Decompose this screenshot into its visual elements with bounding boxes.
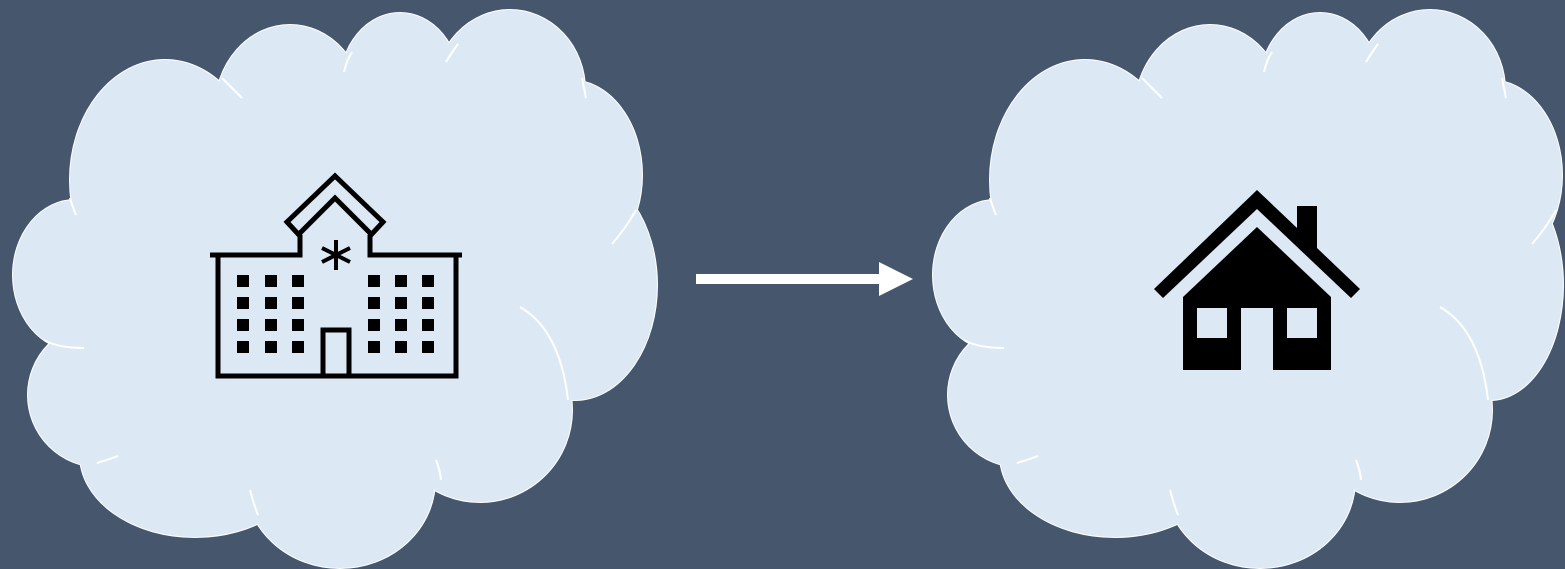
hospital-icon [210, 172, 462, 379]
cloud-left [12, 9, 658, 569]
arrow-connector [696, 262, 913, 296]
house-icon [1154, 190, 1360, 370]
